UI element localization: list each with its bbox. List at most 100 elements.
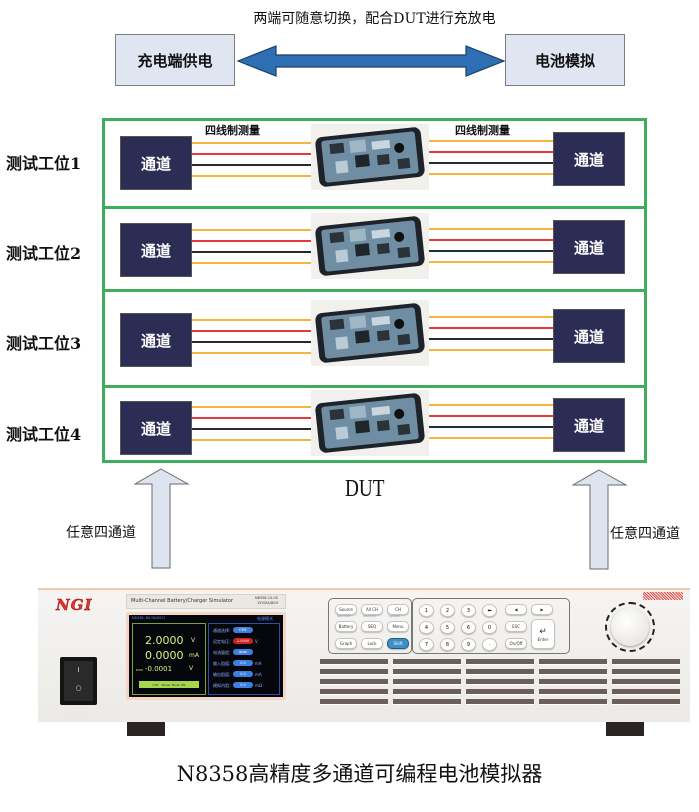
vent-slot — [466, 669, 534, 675]
on-off-key[interactable]: On/Off — [505, 638, 527, 649]
wire-right — [429, 404, 553, 406]
numeric-key[interactable]: ⬅ — [482, 604, 497, 617]
key-2[interactable]: CH — [387, 604, 409, 615]
display-screen: N8358: 8V/3A/8CH 电源模式 2.0000 V 0.0000 mA… — [129, 615, 283, 697]
key-1[interactable]: All CH — [361, 604, 383, 615]
key-4[interactable]: SEQ — [361, 621, 383, 632]
vent-slot — [539, 679, 607, 685]
numeric-key[interactable]: 4 — [419, 621, 434, 634]
vent-slot — [320, 679, 388, 685]
right-arrow-key[interactable]: ▶ — [531, 604, 553, 615]
power-label: Power — [64, 708, 89, 717]
numeric-key[interactable]: 9 — [461, 638, 476, 651]
vent-slot — [393, 679, 461, 685]
param-value: CH1 — [233, 627, 253, 633]
vent-slot — [466, 679, 534, 685]
wire-right — [429, 327, 553, 329]
vent-slot — [539, 699, 607, 705]
four-wire-label-right: 四线制测量 — [455, 124, 510, 137]
enter-label: Enter — [537, 636, 549, 642]
key-sublabel: SEQ Edit — [363, 614, 376, 618]
power-switch[interactable]: I○ — [60, 657, 97, 705]
wire-right — [429, 415, 553, 417]
rotary-knob[interactable] — [611, 608, 649, 646]
wire-left — [192, 251, 312, 253]
wire-right — [429, 162, 553, 164]
param-label: 设定电压： — [213, 639, 233, 644]
numeric-key[interactable]: 5 — [440, 621, 455, 634]
key-6[interactable]: Graph — [335, 638, 357, 649]
bidirectional-arrow-icon — [236, 45, 506, 77]
vent-slot — [612, 679, 680, 685]
knob-ring — [605, 602, 655, 652]
param-label: 通道选择： — [213, 628, 233, 633]
any-four-channels-right: 任意四通道 — [610, 526, 680, 542]
four-wire-label-left: 四线制测量 — [205, 124, 260, 137]
param-unit: mΩ — [255, 683, 262, 688]
wire-right — [429, 338, 553, 340]
numeric-key[interactable]: 1 — [419, 604, 434, 617]
key-0[interactable]: Source — [335, 604, 357, 615]
numeric-key[interactable]: 2 — [440, 604, 455, 617]
wire-right — [429, 349, 553, 351]
key-7[interactable]: Lock — [361, 638, 383, 649]
wire-left — [192, 164, 312, 166]
key-5[interactable]: Menu — [387, 621, 409, 632]
wire-left — [192, 406, 312, 408]
dvm-readout: -0.0001 — [145, 665, 173, 673]
numeric-key[interactable]: · — [482, 638, 497, 651]
phone-pcb-image — [311, 124, 429, 190]
screen-bezel: N8358: 8V/3A/8CH 电源模式 2.0000 V 0.0000 mA… — [126, 612, 286, 700]
device-title-plate: Multi-Channel Battery/Charger Simulator … — [126, 594, 286, 609]
esc-key[interactable]: ESC — [505, 621, 527, 632]
key-8[interactable]: Shift — [387, 638, 409, 649]
key-3[interactable]: Battery — [335, 621, 357, 632]
charger-supply-box: 充电端供电 — [115, 34, 235, 86]
wire-left — [192, 319, 312, 321]
vent-slot — [539, 669, 607, 675]
wire-right — [429, 173, 553, 175]
screen-header-left: N8358: 8V/3A/8CH — [132, 616, 165, 620]
dvm-unit: V — [189, 665, 194, 672]
wire-left — [192, 341, 312, 343]
station-label: 测试工位4 — [6, 425, 82, 444]
voltage-readout: 2.0000 — [145, 634, 184, 647]
vent-slot — [539, 689, 607, 695]
up-arrow-right-icon — [572, 469, 628, 570]
measurement-panel: 2.0000 V 0.0000 mA DVM -0.0001 V CH1 · P… — [132, 623, 206, 695]
param-label: 输入阻值： — [213, 661, 233, 666]
numeric-key[interactable]: 3 — [461, 604, 476, 617]
channel-box-left: 通道 — [120, 313, 192, 367]
enter-key[interactable]: ↵Enter — [531, 619, 555, 649]
param-unit: V — [255, 639, 258, 644]
key-sublabel: SOC Edit — [337, 614, 351, 618]
channel-box-left: 通道 — [120, 223, 192, 277]
wire-right — [429, 250, 553, 252]
wire-left — [192, 428, 312, 430]
vent-slot — [612, 689, 680, 695]
up-arrow-left-icon — [134, 468, 190, 569]
numeric-key[interactable]: 6 — [461, 621, 476, 634]
numeric-key[interactable]: 0 — [482, 621, 497, 634]
screen-header-right: 电源模式 — [257, 616, 273, 621]
station-divider — [102, 385, 647, 388]
vent-slot — [320, 689, 388, 695]
key-sublabel: System — [389, 614, 401, 618]
numeric-key[interactable]: 7 — [419, 638, 434, 651]
wire-right — [429, 151, 553, 153]
vent-slot — [320, 669, 388, 675]
param-label: 输出阻值： — [213, 672, 233, 677]
current-readout: 0.0000 — [145, 649, 184, 662]
param-unit: mA — [255, 661, 262, 666]
vent-slot — [466, 689, 534, 695]
channel-box-right: 通道 — [553, 132, 625, 186]
vent-slot — [539, 659, 607, 665]
vent-slot — [612, 699, 680, 705]
left-arrow-key[interactable]: ◀ — [505, 604, 527, 615]
wire-left — [192, 417, 312, 419]
wire-right — [429, 261, 553, 263]
numeric-key[interactable]: 8 — [440, 638, 455, 651]
phone-pcb-image — [311, 300, 429, 366]
vent-pattern-icon — [643, 592, 683, 600]
